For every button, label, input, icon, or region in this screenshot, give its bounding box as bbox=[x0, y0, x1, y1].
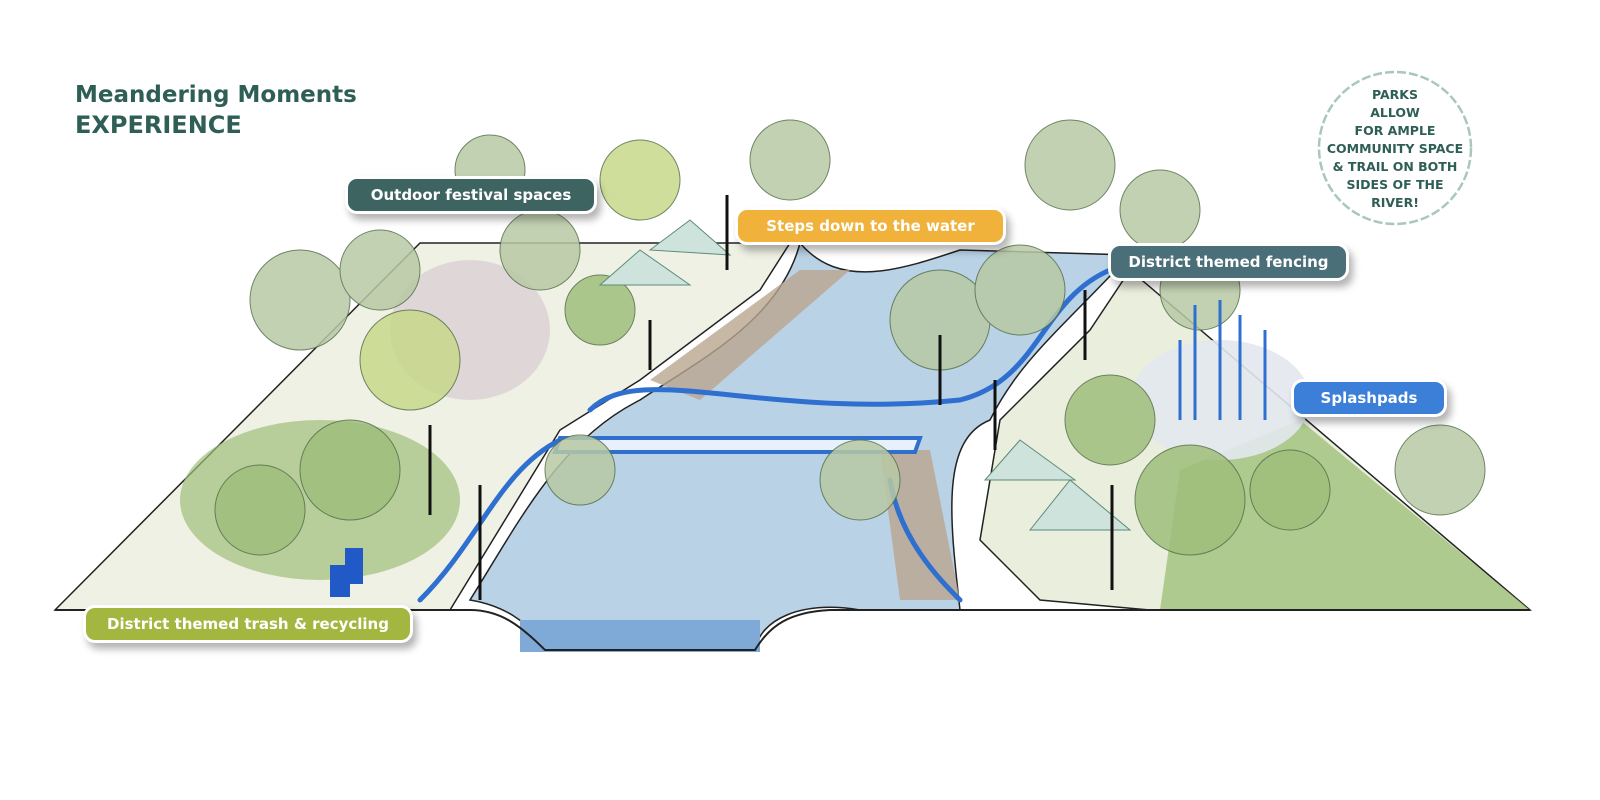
badge-line: COMMUNITY SPACE bbox=[1326, 140, 1464, 156]
ground-edge bbox=[55, 609, 1530, 651]
market-tents bbox=[598, 219, 1132, 531]
lamp-posts bbox=[428, 195, 1114, 600]
right-boardwalk bbox=[880, 450, 960, 600]
title-line-1: Meandering Moments bbox=[75, 82, 357, 108]
badge-line: PARKS bbox=[1371, 86, 1418, 102]
label-steps-down-to-water: Steps down to the water bbox=[735, 207, 1006, 245]
page-title: Meandering Moments EXPERIENCE bbox=[75, 80, 357, 140]
badge-line: SIDES OF THE bbox=[1346, 176, 1444, 192]
scalloped-circle-icon bbox=[1317, 70, 1473, 226]
badge-line: ALLOW bbox=[1370, 104, 1420, 120]
badge-line: FOR AMPLE bbox=[1354, 122, 1436, 138]
trash-bin bbox=[345, 548, 363, 584]
label-splashpads: Splashpads bbox=[1291, 379, 1447, 417]
badge-line: RIVER! bbox=[1371, 194, 1419, 210]
right-lawn bbox=[1160, 420, 1530, 610]
splashpad-jets bbox=[1178, 300, 1267, 420]
river-section bbox=[520, 620, 760, 652]
label-outdoor-festival-spaces: Outdoor festival spaces bbox=[345, 176, 597, 214]
badge-line: & TRAIL ON BOTH bbox=[1332, 158, 1458, 174]
callout-badge: PARKS ALLOW FOR AMPLE COMMUNITY SPACE & … bbox=[1310, 66, 1480, 231]
title-line-2: EXPERIENCE bbox=[75, 111, 242, 139]
label-district-themed-fencing: District themed fencing bbox=[1108, 243, 1349, 281]
label-district-themed-trash-recycling: District themed trash & recycling bbox=[83, 605, 413, 643]
steps-boardwalk bbox=[650, 270, 850, 400]
